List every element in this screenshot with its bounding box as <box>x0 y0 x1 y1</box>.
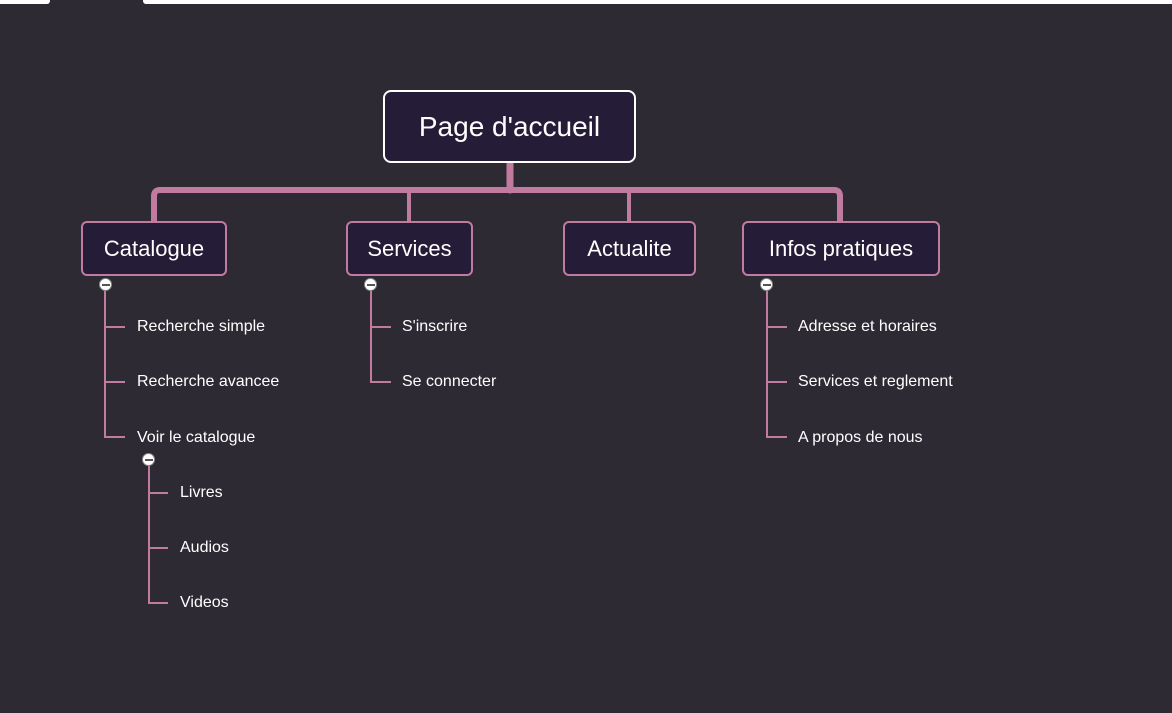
collapse-icon[interactable] <box>99 278 112 291</box>
branch-node-label: Catalogue <box>103 235 205 261</box>
leaf-node-voir-le-catalogue[interactable]: Voir le catalogue <box>137 429 256 446</box>
catalogue-spine <box>104 291 125 438</box>
branch-node-actualite[interactable]: Actualite <box>563 221 696 276</box>
leaf-node-a-propos-de-nous[interactable]: A propos de nous <box>798 429 923 446</box>
branch-node-label: Infos pratiques <box>768 235 914 261</box>
root-node[interactable]: Page d'accueil <box>383 90 636 163</box>
infos-spine <box>766 291 787 438</box>
leaf-node-services-et-reglement[interactable]: Services et reglement <box>798 373 953 390</box>
root-connectors <box>151 159 843 224</box>
leaf-node-audios[interactable]: Audios <box>180 539 229 556</box>
tab-strip-right <box>143 0 1172 4</box>
collapse-icon[interactable] <box>142 453 155 466</box>
branch-node-catalogue[interactable]: Catalogue <box>81 221 227 276</box>
leaf-node-recherche-avancee[interactable]: Recherche avancee <box>137 373 280 390</box>
collapse-icon[interactable] <box>760 278 773 291</box>
leaf-node-recherche-simple[interactable]: Recherche simple <box>137 318 266 335</box>
leaf-node-videos[interactable]: Videos <box>180 594 229 611</box>
leaf-node-se-connecter[interactable]: Se connecter <box>402 373 497 390</box>
catalogue-connectors <box>104 291 125 438</box>
branch-node-label: Actualite <box>587 235 672 261</box>
services-spine <box>370 291 391 383</box>
branch-node-infos-pratiques[interactable]: Infos pratiques <box>742 221 940 276</box>
branch-node-services[interactable]: Services <box>346 221 473 276</box>
branch-node-label: Services <box>367 235 452 261</box>
leaf-node-sinscrire[interactable]: S'inscrire <box>402 318 468 335</box>
leaf-node-livres[interactable]: Livres <box>180 484 223 501</box>
branch-bus <box>151 187 843 224</box>
leaf-node-adresse-et-horaires[interactable]: Adresse et horaires <box>798 318 937 335</box>
root-node-label: Page d'accueil <box>418 110 601 142</box>
services-connectors <box>370 291 391 383</box>
voir-catalogue-connectors <box>148 466 168 604</box>
collapse-icon[interactable] <box>364 278 377 291</box>
voir-catalogue-spine <box>148 466 168 604</box>
tab-strip-left <box>0 0 50 4</box>
infos-connectors <box>766 291 787 438</box>
